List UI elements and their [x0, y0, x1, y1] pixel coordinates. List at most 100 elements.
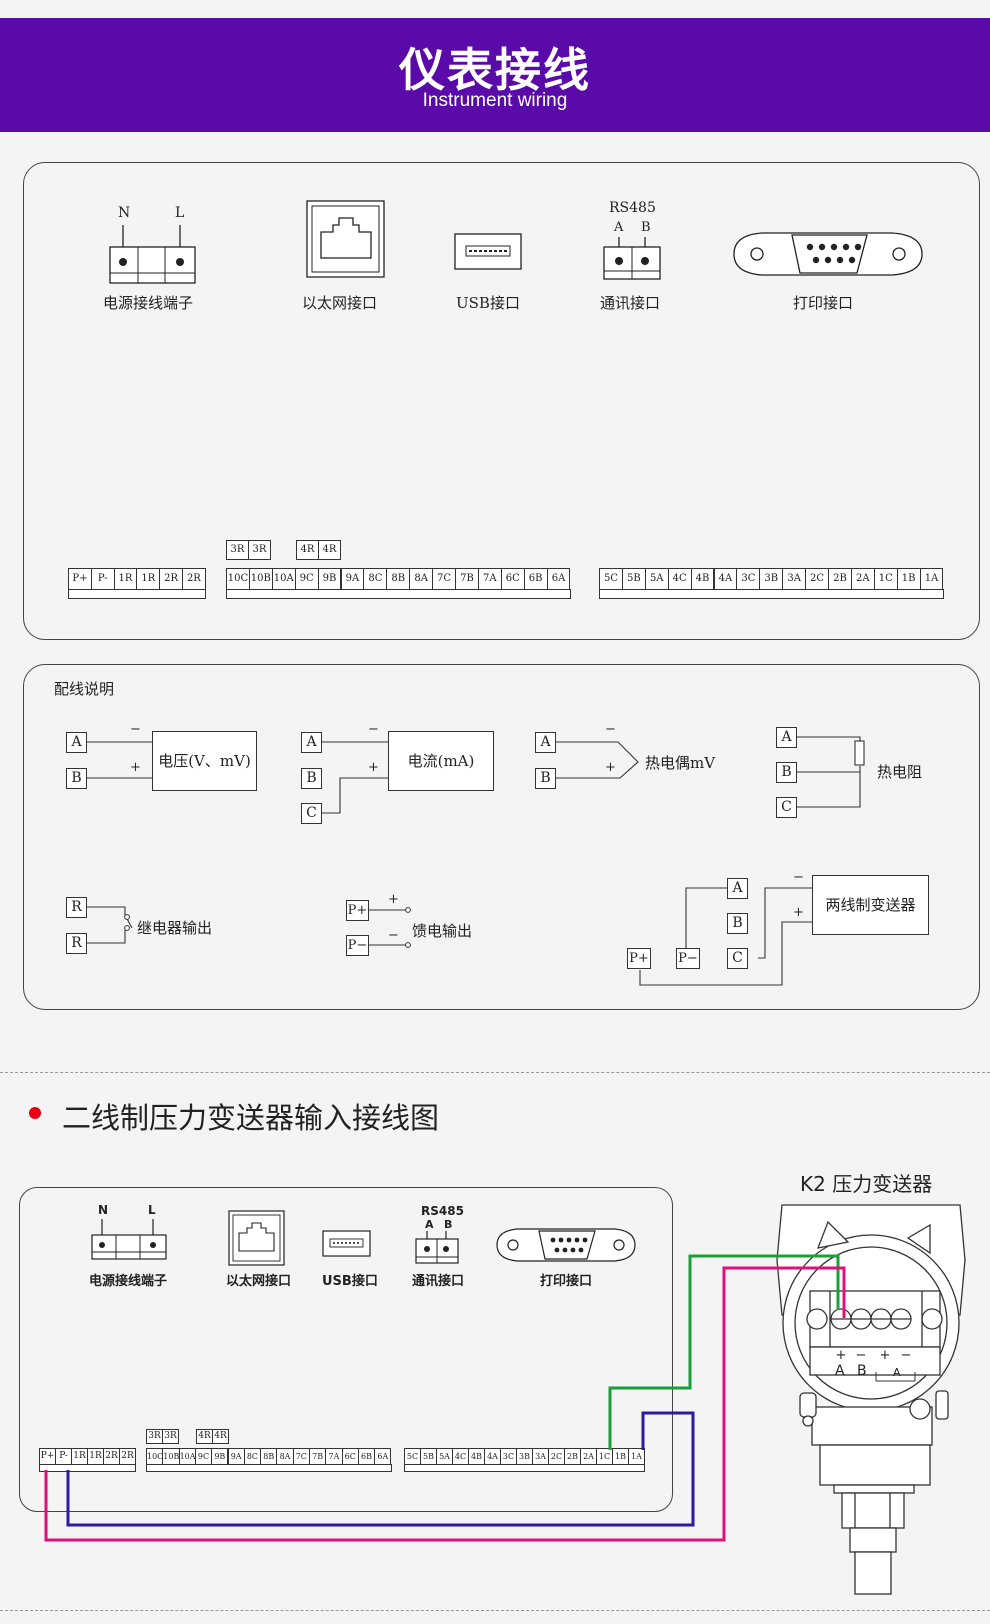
p3-rs485-B-label: B: [444, 1218, 453, 1231]
tw-C-box: C: [727, 948, 748, 969]
terminal-base: [146, 1464, 392, 1472]
section2-title: 二线制压力变送器输入接线图: [62, 1101, 440, 1135]
feed-Pplus-box: P+: [346, 900, 369, 921]
voltage-minus: −: [130, 722, 141, 737]
rs485-A-label: A: [614, 220, 624, 235]
p3-rs485-terminal-icon: [415, 1231, 459, 1264]
p3-rs485-A-label: A: [425, 1218, 434, 1231]
power-L-label: L: [175, 205, 185, 221]
rs485-B-label: B: [641, 220, 651, 235]
p3-power-L-label: L: [148, 1203, 156, 1217]
relay-R1-box: R: [66, 897, 87, 918]
tw-B-box: B: [727, 913, 748, 934]
terminal-cell: 4R: [318, 540, 341, 560]
tc-plus: +: [605, 760, 616, 775]
ethernet-label: 以太网接口: [302, 294, 378, 312]
voltage-plus: +: [130, 760, 141, 775]
tw-minus: −: [793, 870, 804, 885]
usb-icon: [454, 233, 522, 270]
relay-label: 继电器输出: [137, 919, 213, 937]
rtd-label: 热电阻: [877, 763, 923, 781]
p3-rs485-label: RS485: [421, 1204, 464, 1218]
voltage-A-box: A: [66, 732, 87, 753]
terminal-cell: 3R: [248, 540, 271, 560]
print-label: 打印接口: [793, 294, 854, 312]
tc-label: 热电偶mV: [645, 754, 716, 772]
p3-usb-label: USB接口: [322, 1274, 378, 1289]
feed-label: 馈电输出: [412, 922, 473, 940]
wiring-panel: [23, 664, 980, 1010]
current-device: 电流(mA): [388, 731, 494, 791]
print-port-icon: [733, 232, 923, 276]
power-terminal-icon: [109, 225, 196, 284]
rs485-label: RS485: [609, 200, 656, 216]
blue-wire: [66, 1411, 695, 1527]
rtd-B-box: B: [776, 762, 797, 783]
tw-plus: +: [793, 905, 804, 920]
terminal-cell: 3R: [162, 1429, 179, 1444]
p3-ethernet-label: 以太网接口: [226, 1274, 292, 1289]
page-title: 仪表接线: [399, 43, 591, 97]
tc-A-box: A: [535, 732, 556, 753]
voltage-device: 电压(V、mV): [152, 731, 257, 791]
divider-bottom: [0, 1610, 990, 1611]
tc-B-box: B: [535, 768, 556, 789]
p3-power-terminal-icon: [91, 1219, 167, 1260]
rtd-A-box: A: [776, 727, 797, 748]
current-minus: −: [368, 722, 379, 737]
p3-power-label: 电源接线端子: [89, 1274, 168, 1289]
divider-top: [0, 1072, 990, 1073]
wiring-lines: [87, 736, 865, 986]
page-subtitle: Instrument wiring: [422, 90, 568, 111]
relay-R2-box: R: [66, 933, 87, 954]
tx-A-label: A: [835, 1363, 845, 1379]
terminal-cell: 4R: [212, 1429, 229, 1444]
p3-print-label: 打印接口: [540, 1274, 593, 1289]
section-bullet: [29, 1107, 41, 1119]
p3-usb-icon: [322, 1230, 371, 1257]
feed-Pminus-box: P−: [346, 935, 369, 956]
power-label: 电源接线端子: [103, 294, 194, 312]
pressure-transmitter-icon: + − + −: [776, 1204, 966, 1595]
page-header: 仪表接线 Instrument wiring: [0, 18, 990, 132]
svg-text:+: +: [836, 1348, 847, 1363]
feed-minus: −: [388, 928, 399, 943]
p3-power-terminal: N L: [90, 1203, 170, 1263]
tw-Pminus-box: P−: [676, 948, 700, 969]
tx-B-label: B: [857, 1363, 867, 1379]
terminal-base: [68, 589, 206, 599]
usb-label: USB接口: [456, 294, 520, 312]
green-wire: [608, 1254, 840, 1450]
pink-wire: [44, 1266, 846, 1542]
p3-power-N-label: N: [98, 1203, 109, 1217]
power-terminal: N L: [100, 205, 210, 285]
tw-Pplus-box: P+: [627, 948, 651, 969]
rs485-terminal-icon: [603, 237, 661, 280]
rtd-C-box: C: [776, 797, 797, 818]
ethernet-icon: [306, 200, 385, 278]
svg-text:+: +: [880, 1348, 891, 1363]
tx-extra-label: A: [893, 1366, 901, 1379]
feed-plus: +: [388, 892, 399, 907]
power-N-label: N: [118, 205, 131, 221]
comm-label: 通讯接口: [600, 294, 661, 312]
current-B-box: B: [301, 768, 322, 789]
svg-text:−: −: [856, 1348, 867, 1363]
voltage-B-box: B: [66, 768, 87, 789]
terminal-base: [404, 1464, 645, 1472]
wiring-title: 配线说明: [54, 680, 115, 698]
current-A-box: A: [301, 732, 322, 753]
p3-ethernet-icon: [228, 1210, 285, 1266]
transmitter-title: K2 压力变送器: [800, 1172, 933, 1196]
current-C-box: C: [301, 803, 322, 824]
terminal-base: [226, 589, 571, 599]
current-plus: +: [368, 760, 379, 775]
svg-text:−: −: [901, 1348, 912, 1363]
tc-minus: −: [605, 722, 616, 737]
p3-comm-label: 通讯接口: [412, 1274, 465, 1289]
terminal-cell: 3R: [226, 540, 249, 560]
terminal-base: [599, 589, 944, 599]
two-wire-device: 两线制变送器: [812, 875, 929, 935]
p3-print-port-icon: [496, 1228, 636, 1262]
